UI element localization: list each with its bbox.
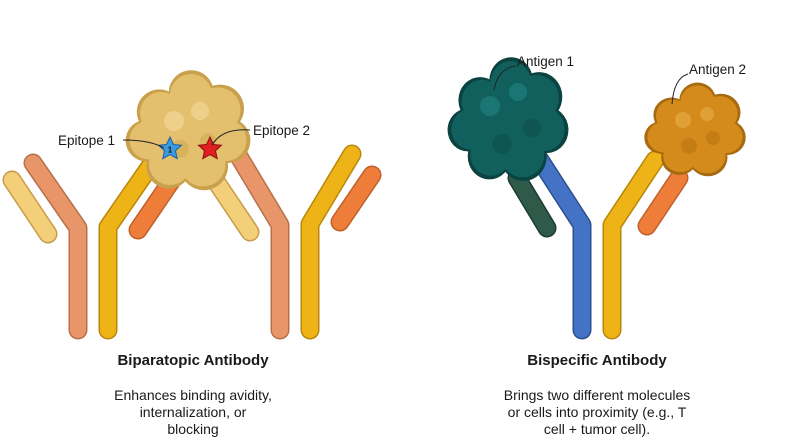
antigen-2-label: Antigen 2 [689,62,746,77]
epitope-2-leader-line [211,129,251,146]
biparatopic-antibody-2 [203,144,382,340]
epitope-2-label: Epitope 2 [253,123,310,138]
epitope-1-star: 1 [157,135,183,160]
biparatopic-title: Biparatopic Antibody [117,352,269,369]
antigen-2-blob [644,82,746,177]
epitope-1-label: Epitope 1 [58,133,115,148]
biparatopic-description-line-2: internalization, or [140,404,247,420]
antigen-1-leader-line [493,65,517,91]
antigen-1-label: Antigen 1 [517,54,574,69]
biparatopic-antibody-1 [2,152,182,340]
epitope-1-star-number: 1 [168,146,173,155]
antigen-2-leader-line [671,73,689,105]
biparatopic-description-line-1: Enhances binding avidity, [114,387,272,403]
biparatopic-description-line-3: blocking [167,421,218,437]
epitope-2-star [197,135,223,160]
bispecific-description-line-2: or cells into proximity (e.g., T [508,404,687,420]
bispecific-description-line-3: cell + tumor cell). [544,421,650,437]
bispecific-description-line-1: Brings two different molecules [504,387,691,403]
bispecific-antibody [507,150,689,340]
bispecific-title: Bispecific Antibody [527,352,667,369]
antigen-1-blob [447,57,569,182]
epitope-1-leader-line [122,139,165,149]
